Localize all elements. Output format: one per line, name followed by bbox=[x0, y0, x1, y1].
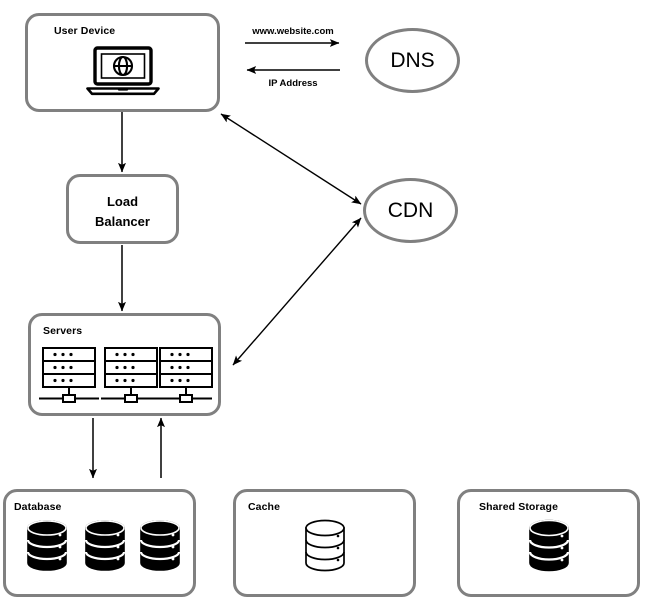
node-database[interactable]: Database bbox=[3, 489, 196, 597]
edge-label-request: www.website.com bbox=[252, 26, 334, 37]
database-cylinder-icon bbox=[16, 519, 188, 575]
edge-servers-cdn-arrow bbox=[232, 217, 362, 366]
server-rack-icon bbox=[39, 346, 216, 408]
node-servers[interactable]: Servers bbox=[28, 313, 221, 416]
edge-label-response: IP Address bbox=[268, 78, 318, 89]
cache-label: Cache bbox=[248, 501, 281, 513]
node-cdn[interactable]: CDN bbox=[363, 178, 458, 243]
dns-label: DNS bbox=[390, 48, 435, 72]
storage-cylinder-icon bbox=[460, 519, 637, 575]
node-cache[interactable]: Cache bbox=[233, 489, 416, 597]
load-balancer-label-line2: Balancer bbox=[95, 214, 150, 230]
node-shared-storage[interactable]: Shared Storage bbox=[457, 489, 640, 597]
database-label: Database bbox=[14, 501, 62, 513]
node-dns[interactable]: DNS bbox=[365, 28, 460, 93]
cdn-label: CDN bbox=[387, 198, 434, 222]
laptop-globe-icon bbox=[28, 46, 217, 96]
edge-device-cdn-arrow bbox=[220, 113, 362, 205]
load-balancer-label-line1: Load bbox=[106, 194, 139, 209]
cache-cylinder-icon bbox=[236, 519, 413, 575]
servers-label: Servers bbox=[43, 325, 83, 337]
shared-storage-label: Shared Storage bbox=[479, 501, 559, 513]
user-device-label: User Device bbox=[54, 25, 116, 37]
node-user-device[interactable]: User Device bbox=[25, 13, 220, 112]
node-load-balancer[interactable]: Load Balancer bbox=[66, 174, 179, 244]
